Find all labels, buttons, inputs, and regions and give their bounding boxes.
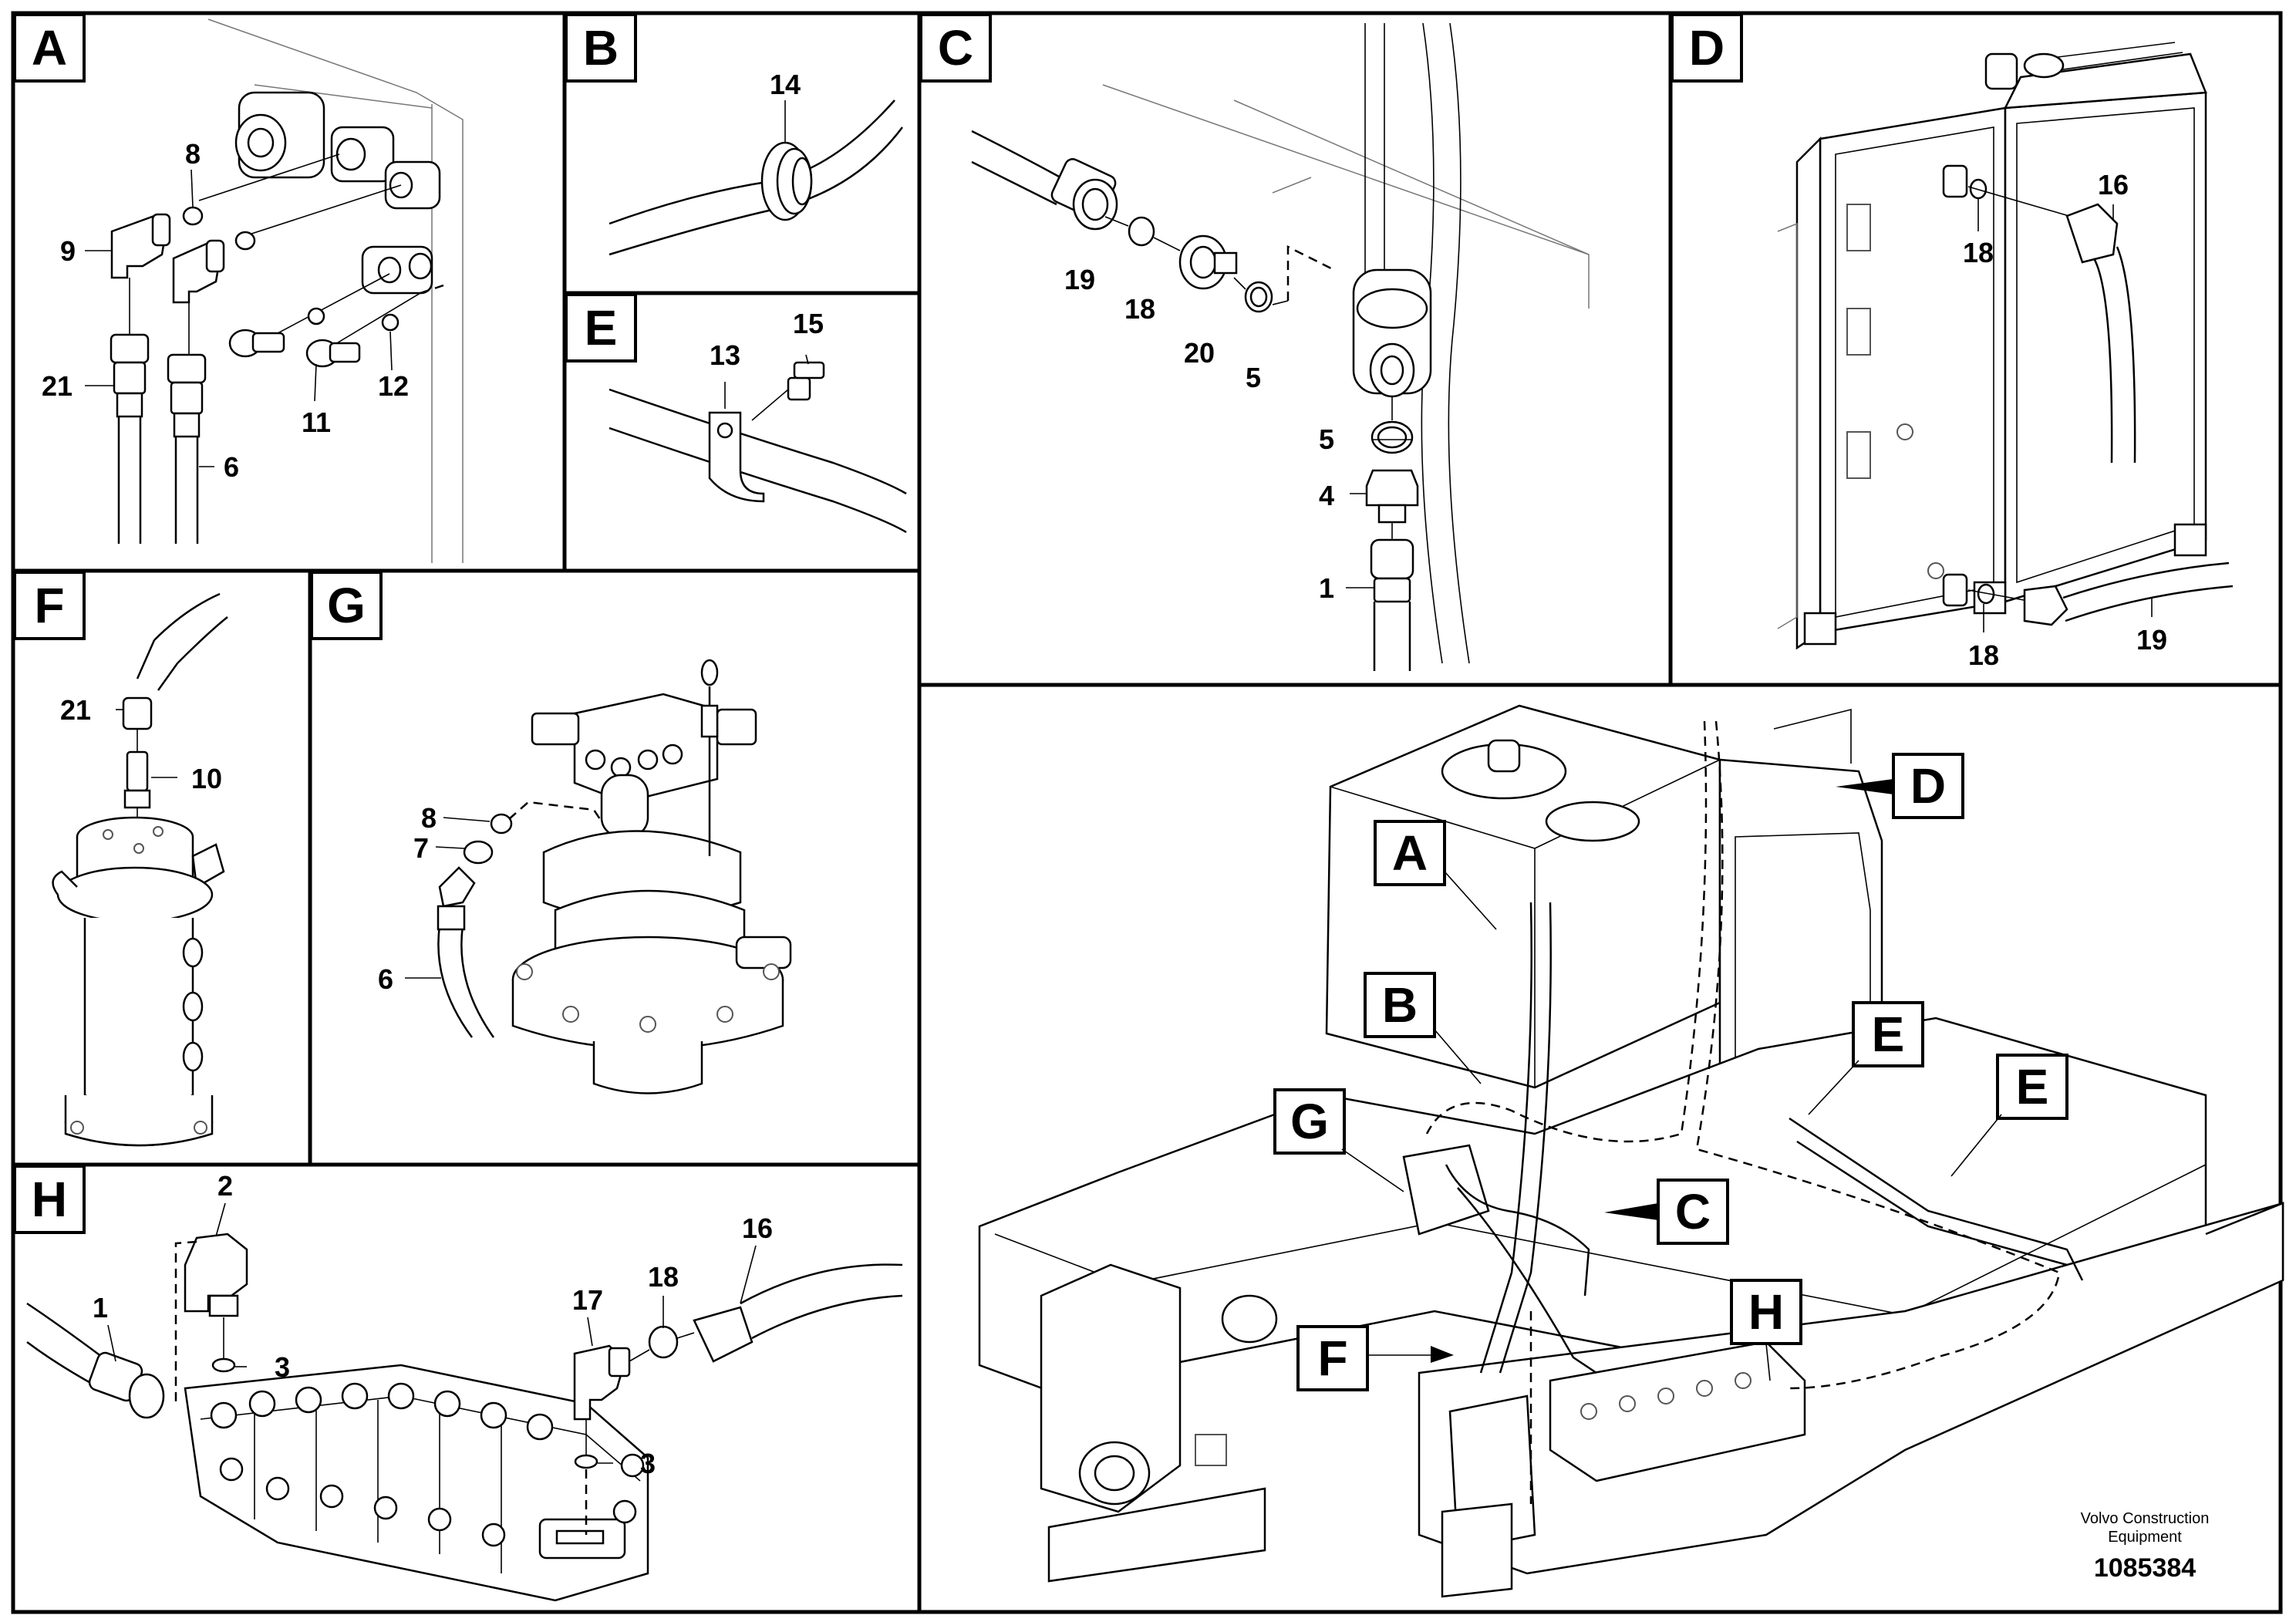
svg-text:C: C [1675,1184,1711,1239]
callout-18b: 18 [1968,639,1999,671]
svg-text:F: F [1317,1330,1347,1386]
callout-10: 10 [191,763,222,794]
document-number: 1085384 [2094,1553,2196,1583]
svg-text:G: G [1290,1094,1329,1149]
svg-text:F: F [34,578,64,633]
panel-h-callouts: 2 1 3 17 18 16 3 [93,1170,773,1479]
overview-label-a: A [1374,820,1497,930]
panel-d-drawing [1777,42,2234,650]
callout-5b: 5 [1319,423,1334,455]
callout-8: 8 [421,802,437,834]
panel-e-drawing [609,354,907,534]
panel-letter-g: G [310,571,383,640]
panel-b-drawing [609,99,903,256]
callout-8: 8 [185,138,201,170]
panel-letter-a: A [13,13,86,83]
callout-6: 6 [378,963,393,995]
panel-g-drawing [405,659,792,1094]
panel-g-callouts: 8 7 6 [378,802,437,995]
panel-c-callouts: 19 18 20 5 5 4 1 [1064,264,1334,604]
callout-18: 18 [1124,293,1155,325]
panel-letter-h: H [13,1165,86,1234]
callout-14: 14 [770,69,801,100]
overview-label-c: C [1604,1179,1729,1245]
callout-1: 1 [93,1292,108,1324]
credit-block: Volvo Construction Equipment 1085384 [2081,1510,2210,1583]
callout-3b: 3 [640,1448,656,1479]
callout-18: 18 [1963,237,1994,268]
callout-17: 17 [572,1284,603,1316]
panel-a-callouts: 8 9 21 6 11 12 [42,138,409,483]
callout-1: 1 [1319,572,1334,604]
svg-text:B: B [583,20,619,76]
svg-text:E: E [2016,1059,2049,1114]
svg-text:H: H [32,1172,67,1227]
svg-text:D: D [1689,20,1725,76]
svg-text:H: H [1748,1284,1784,1340]
callout-3: 3 [275,1351,290,1383]
callout-6: 6 [224,451,239,483]
callout-4: 4 [1319,480,1334,511]
credit-line-1: Volvo Construction [2081,1510,2210,1527]
panel-e-callouts: 13 15 [710,308,824,371]
callout-19: 19 [1064,264,1095,295]
overview-label-f: F [1296,1325,1454,1391]
overview-drawing [978,704,2284,1598]
callout-19: 19 [2136,624,2167,656]
overview-label-g: G [1273,1088,1404,1192]
overview-label-e-right: E [1950,1054,2068,1177]
callout-15: 15 [793,308,824,339]
credit-line-2: Equipment [2108,1529,2182,1546]
overview-label-e-left: E [1808,1001,1924,1115]
panel-letter-d: D [1671,13,1743,83]
callout-20: 20 [1184,337,1215,369]
svg-text:B: B [1382,977,1418,1033]
svg-text:A: A [1392,825,1428,881]
callout-5: 5 [1246,362,1261,393]
callout-16: 16 [2098,169,2129,201]
overview-label-h: H [1730,1279,1802,1381]
svg-text:E: E [585,300,618,356]
overview-label-d: D [1836,753,1964,819]
callout-13: 13 [710,339,740,371]
svg-text:D: D [1910,758,1946,814]
svg-text:E: E [1872,1007,1905,1062]
panel-d-callouts: 16 18 18 19 [1963,169,2167,671]
callout-2: 2 [217,1170,233,1202]
callout-21: 21 [60,694,91,726]
callout-7: 7 [413,832,429,864]
callout-9: 9 [60,235,76,267]
callout-21: 21 [42,370,72,402]
panel-f-callouts: 21 10 [60,694,222,794]
panel-a-drawing [85,19,464,563]
panel-letter-f: F [13,571,86,640]
panel-h-drawing [26,1202,903,1602]
svg-text:C: C [938,20,973,76]
callout-18: 18 [648,1261,679,1293]
panel-frames [11,11,2283,1614]
overview-label-b: B [1364,972,1482,1084]
panel-letter-c: C [919,13,992,83]
panel-letter-e: E [565,293,637,363]
svg-text:G: G [327,578,366,633]
callout-16: 16 [742,1212,773,1244]
panel-c-drawing [971,22,1590,671]
panel-letter-b: B [565,13,637,83]
callout-11: 11 [302,406,331,438]
svg-text:A: A [32,20,67,76]
panel-f-drawing [52,592,228,1147]
callout-12: 12 [378,370,409,402]
